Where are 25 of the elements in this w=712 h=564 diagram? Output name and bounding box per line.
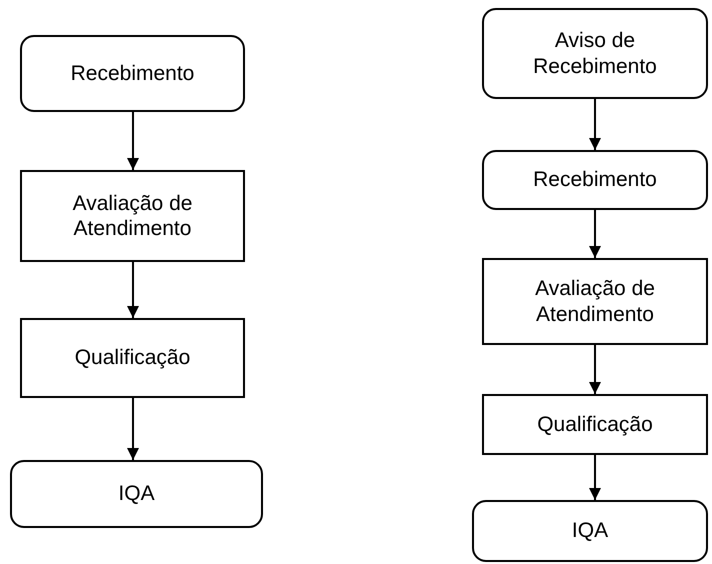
arrow bbox=[589, 345, 601, 394]
process-box bbox=[20, 170, 245, 262]
node-text: Recebimento bbox=[533, 167, 657, 193]
arrow bbox=[127, 398, 139, 460]
rounded-box bbox=[20, 35, 245, 112]
rounded-box bbox=[472, 500, 708, 562]
node-text: Aviso de Recebimento bbox=[532, 28, 658, 79]
process-box bbox=[482, 394, 708, 455]
arrow bbox=[589, 455, 601, 500]
node-text: Qualificação bbox=[74, 345, 190, 371]
node-text: Qualificação bbox=[537, 412, 653, 438]
arrow bbox=[127, 262, 139, 318]
node-text: IQA bbox=[118, 481, 155, 507]
node-text: Avaliação de Atendimento bbox=[534, 276, 656, 327]
arrow bbox=[127, 112, 139, 170]
arrow bbox=[589, 210, 601, 258]
process-box bbox=[482, 258, 708, 345]
node-text: Avaliação de Atendimento bbox=[72, 190, 194, 242]
rounded-box bbox=[482, 8, 708, 99]
node-text: Recebimento bbox=[70, 60, 194, 86]
node-text: IQA bbox=[572, 518, 608, 544]
rounded-box bbox=[482, 150, 708, 210]
process-box bbox=[20, 318, 245, 398]
arrow bbox=[589, 99, 601, 150]
rounded-box bbox=[10, 460, 263, 528]
